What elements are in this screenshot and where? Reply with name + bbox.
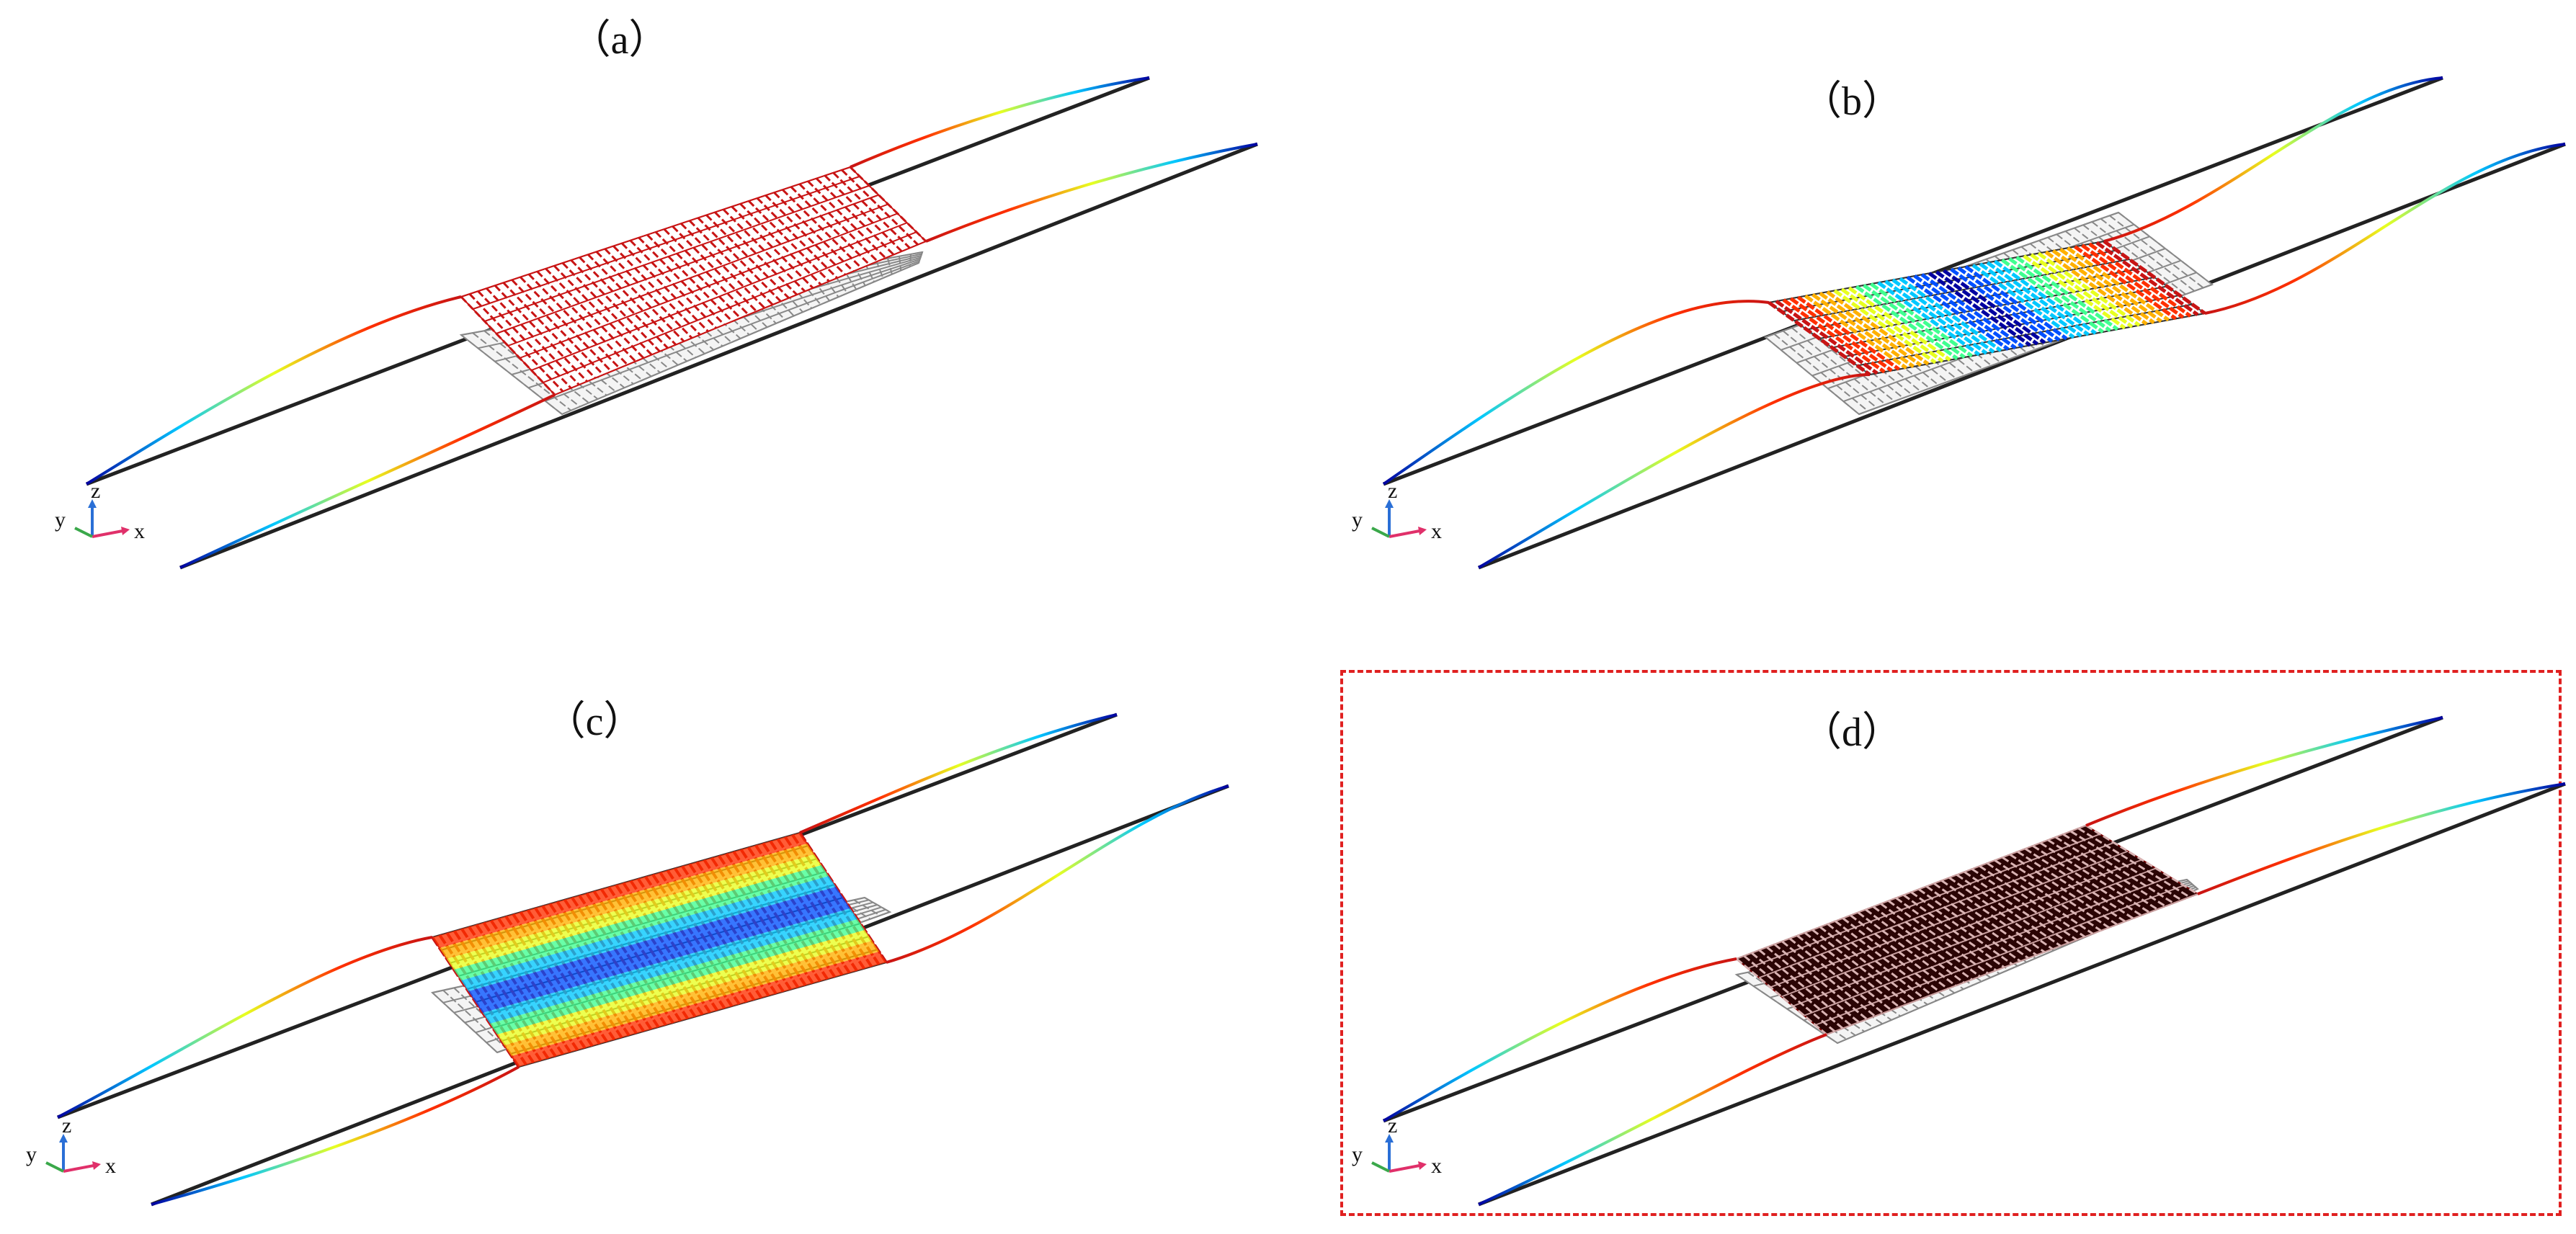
cable: [1477, 373, 1871, 569]
axis-label-y: y: [55, 508, 66, 532]
panel-a: （a） x y z: [0, 0, 1290, 617]
axis-triad: x y z: [1352, 1114, 1442, 1178]
axis-label-z: z: [91, 479, 100, 503]
panel-label: （a）: [570, 18, 669, 63]
axis-label-y: y: [1352, 508, 1363, 532]
axis-label-y: y: [26, 1143, 37, 1166]
mode-shape-diagram: x y z: [55, 76, 1258, 570]
cable: [2103, 76, 2443, 243]
mode-shape-diagram: x y z: [1352, 76, 2566, 570]
axis-label-y: y: [1352, 1143, 1363, 1166]
axis-label-z: z: [1388, 1114, 1397, 1137]
cable: [85, 295, 462, 486]
deck-mode-shape: [460, 166, 927, 396]
cable: [179, 393, 556, 569]
cable: [2085, 716, 2443, 827]
panel-b: （b） x y z: [1290, 0, 2576, 617]
highlight-box: [1340, 670, 2562, 1216]
cable: [886, 784, 1229, 964]
rail: [1478, 782, 2566, 1207]
deck-mode-shape: [1735, 824, 2200, 1036]
panel-d: （d） x y z: [1290, 617, 2576, 1234]
cable: [925, 143, 1258, 243]
cable: [57, 936, 433, 1119]
panel-label: （b）: [1801, 79, 1902, 124]
cable: [151, 1065, 520, 1206]
cable: [850, 76, 1150, 169]
cable: [2204, 143, 2566, 315]
rail: [179, 142, 1258, 570]
axis-label-x: x: [1431, 519, 1442, 543]
cable: [799, 713, 1118, 834]
cable: [1478, 1033, 1827, 1206]
axis-label-x: x: [1431, 1154, 1442, 1178]
panel-label: （c）: [545, 699, 644, 744]
cable: [2197, 782, 2566, 895]
axis-label-z: z: [1388, 479, 1397, 503]
cable: [1382, 300, 1770, 486]
mode-shape-diagram: x y z: [26, 712, 1229, 1207]
cable: [1382, 957, 1737, 1122]
rail: [1478, 142, 2566, 570]
axis-label-x: x: [105, 1154, 116, 1178]
axis-triad: x y z: [55, 479, 145, 543]
axis-triad: x y z: [26, 1114, 116, 1178]
panel-c: （c） x y z: [0, 617, 1290, 1234]
panel-label: （d）: [1801, 710, 1902, 755]
axis-triad: x y z: [1352, 479, 1442, 543]
mode-shape-diagram: x y z: [1352, 715, 2566, 1207]
mode-band: [432, 833, 886, 1067]
deck-mode-shape: [1767, 239, 2207, 377]
axis-label-z: z: [62, 1114, 71, 1137]
axis-label-x: x: [134, 519, 145, 543]
